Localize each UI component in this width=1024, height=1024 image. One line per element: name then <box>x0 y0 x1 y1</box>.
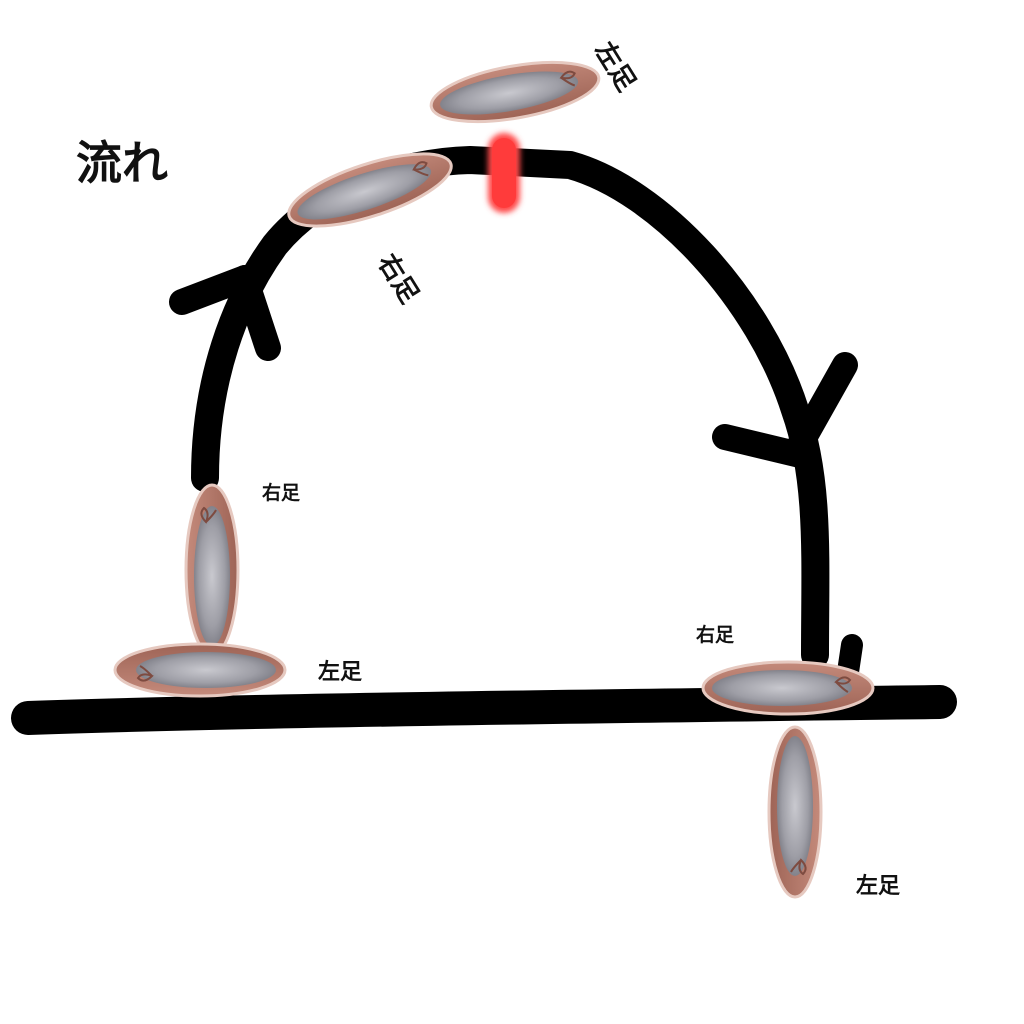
label-right-foot-end: 右足 <box>696 624 735 646</box>
ballet-shoe-icon <box>113 642 287 698</box>
end-tick <box>837 634 863 683</box>
ballet-shoe-icon <box>767 725 823 899</box>
flow-arc-path <box>191 146 830 669</box>
label-left-foot-end: 左足 <box>856 874 901 899</box>
ballet-shoe-icon <box>184 483 240 657</box>
label-right-foot-start: 右足 <box>262 482 301 504</box>
arrow-up-icon <box>169 265 281 361</box>
arrow-down-icon <box>712 352 858 468</box>
label-left-foot-start: 左足 <box>318 660 363 685</box>
ballet-shoe-icon <box>425 50 605 134</box>
ballet-shoe-icon <box>701 660 875 716</box>
diagram-title: 流れ <box>76 136 168 190</box>
ballet-shoe-icon <box>279 137 461 243</box>
